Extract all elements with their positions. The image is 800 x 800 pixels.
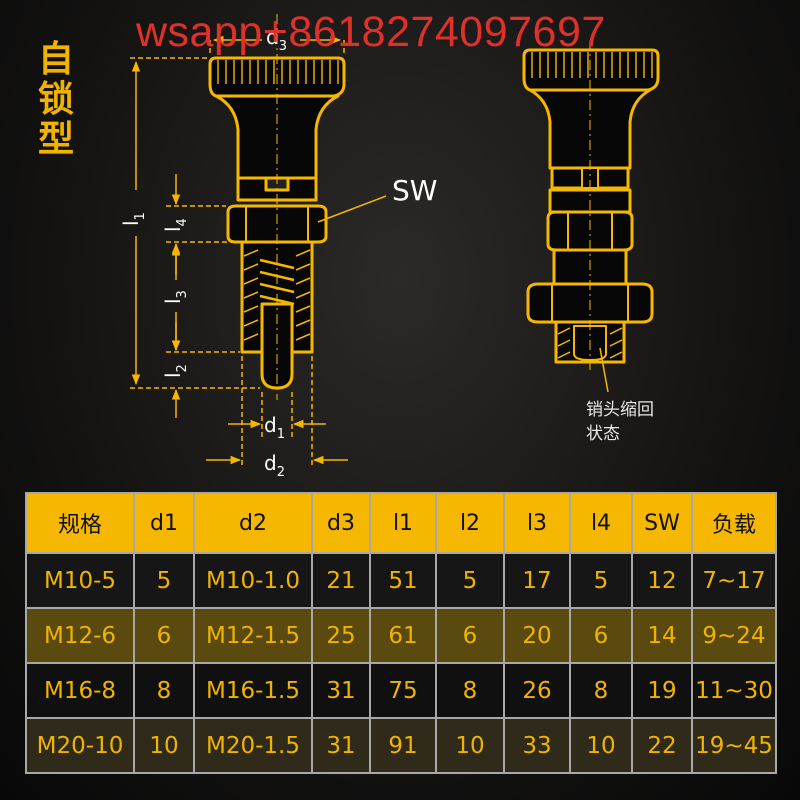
d1-label: d1 [264,413,285,442]
table-cell: 10 [133,717,195,774]
spec-table: 规格 d1 d2 d3 l1 l2 l3 l4 SW 负载 M10-5 5 M1… [25,492,777,774]
l2-label: l2 [161,364,190,378]
watermark-text: wsapp+8618274097697 [136,8,606,56]
table-cell: 7~17 [691,552,777,609]
table-row: M20-10 10 M20-1.5 31 91 10 33 10 22 19~4… [25,717,777,774]
header-cell: 规格 [25,492,135,554]
technical-drawing: d3 l1 l4 l3 l2 d1 d2 SW [119,14,660,480]
dimension-lines [130,35,387,468]
header-cell: l1 [369,492,437,554]
table-cell: 91 [369,717,437,774]
table-cell: M10-1.0 [193,552,313,609]
state-label-line1: 销头缩回 [586,400,654,420]
lock-cam [236,176,318,202]
table-cell: 51 [369,552,437,609]
table-cell: 5 [569,552,633,609]
title-char: 自 [37,39,74,80]
table-row: M16-8 8 M16-1.5 31 75 8 26 8 19 11~30 [25,662,777,719]
l3-label: l3 [161,290,190,304]
sw-label: SW [392,174,437,207]
header-cell: l2 [435,492,505,554]
body-hatch [557,327,623,359]
table-cell: 31 [311,662,371,719]
table-cell: M12-1.5 [193,607,313,664]
header-cell: d1 [133,492,195,554]
l1-label: l1 [119,212,148,226]
table-cell: 75 [369,662,437,719]
state-label-line2: 状态 [586,424,620,444]
header-cell: l3 [503,492,571,554]
header-cell: d3 [311,492,371,554]
table-cell: 5 [435,552,505,609]
table-cell: 22 [631,717,693,774]
table-cell: M16-8 [25,662,135,719]
table-cell: M12-6 [25,607,135,664]
table-cell: 21 [311,552,371,609]
table-cell: 26 [503,662,571,719]
title-char: 锁 [37,79,74,120]
table-cell: M10-5 [25,552,135,609]
table-header-row: 规格 d1 d2 d3 l1 l2 l3 l4 SW 负载 [25,492,777,554]
plunger-retracted [522,48,660,364]
l4-label: l4 [161,218,190,232]
table-cell: 17 [503,552,571,609]
header-cell: l4 [569,492,633,554]
table-row: M12-6 6 M12-1.5 25 61 6 20 6 14 9~24 [25,607,777,664]
table-row: M10-5 5 M10-1.0 21 51 5 17 5 12 7~17 [25,552,777,609]
title-char: 型 [37,119,74,160]
table-cell: 19 [631,662,693,719]
vertical-title: 自 锁 型 [34,40,78,160]
table-cell: 5 [133,552,195,609]
header-cell: d2 [193,492,313,554]
table-cell: 33 [503,717,571,774]
table-cell: 8 [133,662,195,719]
knurl-lines [531,52,653,78]
d2-label: d2 [264,451,285,480]
table-cell: 20 [503,607,571,664]
table-cell: 19~45 [691,717,777,774]
table-cell: 6 [569,607,633,664]
knurl-lines [217,60,339,84]
body-hatch [243,249,311,341]
table-cell: 6 [435,607,505,664]
table-cell: M16-1.5 [193,662,313,719]
table-cell: 11~30 [691,662,777,719]
table-cell: 9~24 [691,607,777,664]
table-cell: 12 [631,552,693,609]
knob-shape [522,48,660,92]
table-cell: 6 [133,607,195,664]
table-cell: 10 [435,717,505,774]
table-cell: M20-10 [25,717,135,774]
table-cell: 61 [369,607,437,664]
table-cell: M20-1.5 [193,717,313,774]
d3-label: d3 [266,25,287,54]
table-cell: 8 [569,662,633,719]
table-cell: 31 [311,717,371,774]
table-cell: 8 [435,662,505,719]
state-leader [599,347,609,393]
header-cell: 负载 [691,492,777,554]
table-cell: 25 [311,607,371,664]
header-cell: SW [631,492,693,554]
table-cell: 10 [569,717,633,774]
table-cell: 14 [631,607,693,664]
